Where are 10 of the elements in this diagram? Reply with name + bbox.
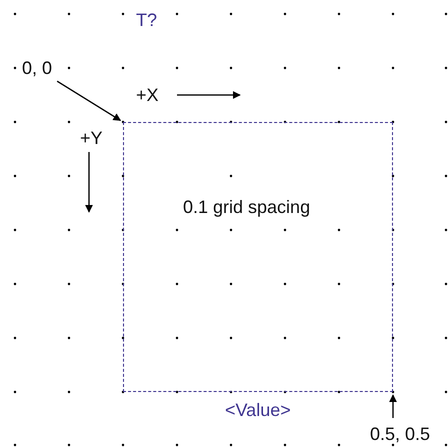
coordinate-label: 0.5, 0.5 [370, 424, 430, 444]
title-marker: T? [136, 10, 158, 30]
axis-label: +X [136, 85, 159, 105]
axis-label: +Y [80, 128, 103, 148]
coordinate-label: 0, 0 [22, 58, 52, 78]
grid-spacing-note: 0.1 grid spacing [183, 197, 310, 217]
value-caption: <Value> [225, 400, 291, 420]
arrow [389, 394, 397, 418]
dashed-rectangle [123, 122, 393, 392]
arrow [56, 80, 122, 121]
